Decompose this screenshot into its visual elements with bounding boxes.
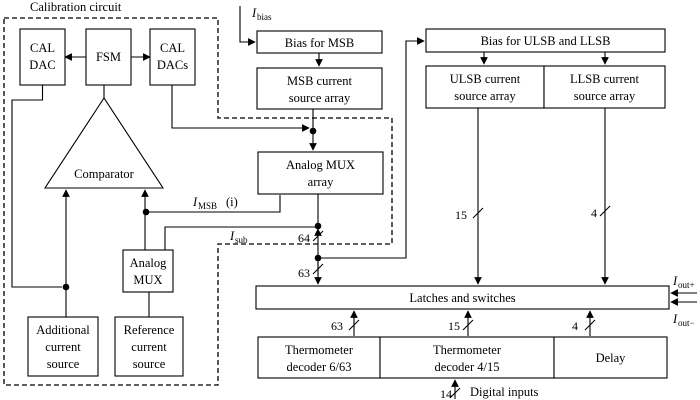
svg-text:Comparator: Comparator [74, 167, 135, 181]
delay-block: Delay [553, 336, 668, 379]
delay-bus-label: 4 [572, 319, 578, 333]
bus64-label: 64 [298, 231, 310, 245]
dec15-label: 15 [448, 319, 460, 333]
svg-text:out+: out+ [678, 280, 695, 290]
bus64-slash [312, 230, 324, 242]
delay-slash [584, 319, 596, 331]
svg-text:current: current [131, 340, 167, 354]
imsb-line [149, 195, 281, 213]
bias-ulsb-llsb-block: Bias for ULSB and LLSB [425, 28, 666, 53]
llsb-array-block: LLSB current source array [543, 65, 666, 109]
svg-text:Thermometer: Thermometer [433, 343, 502, 357]
isub-line [164, 226, 315, 250]
svg-text:Additional: Additional [36, 323, 90, 337]
svg-text:LLSB current: LLSB current [570, 72, 640, 86]
svg-text:decoder 4/15: decoder 4/15 [435, 360, 500, 374]
ibias-label: I bias [251, 6, 272, 22]
bias-msb-block: Bias for MSB [256, 30, 383, 54]
svg-text:Delay: Delay [596, 351, 627, 365]
msb-array-block: MSB current source array [256, 67, 383, 110]
analog-mux-block: Analog MUX [122, 249, 174, 293]
cal-node-dot [62, 283, 70, 291]
thermo-decoder-6-63-block: Thermometer decoder 6/63 [257, 336, 381, 379]
isub-label: I sub [229, 229, 248, 245]
bus4-slash [599, 205, 611, 217]
svg-text:I: I [251, 6, 257, 20]
svg-text:CAL: CAL [30, 41, 55, 55]
svg-text:MUX: MUX [133, 273, 162, 287]
svg-text:bias: bias [257, 12, 272, 22]
bus63-label: 63 [298, 266, 310, 280]
msb-cal-node-dot [309, 127, 317, 135]
svg-text:I: I [672, 312, 678, 326]
additional-current-source-block: Additional current source [27, 316, 99, 377]
ulsb-array-block: ULSB current source array [425, 65, 545, 109]
dec15-slash [462, 319, 474, 331]
bus15-label: 15 [455, 208, 467, 222]
svg-text:source: source [133, 357, 166, 371]
svg-text:Analog: Analog [130, 256, 168, 270]
imsb-dot [142, 208, 150, 216]
bus63-slash [312, 263, 324, 275]
svg-text:source: source [47, 357, 80, 371]
imsb-label: I MSB (i) [192, 195, 238, 211]
digital-inputs-label: Digital inputs [470, 385, 539, 399]
svg-text:CAL: CAL [160, 41, 185, 55]
svg-text:Latches and switches: Latches and switches [409, 291, 515, 305]
iout-minus-label: I out− [672, 312, 695, 328]
analog-mux-array-block: Analog MUX array [257, 151, 384, 195]
iout-plus-label: I out+ [672, 274, 695, 290]
svg-text:ULSB current: ULSB current [450, 72, 521, 86]
svg-text:source array: source array [454, 89, 516, 103]
cal-dac-block: CAL DAC [19, 28, 66, 86]
svg-text:FSM: FSM [96, 50, 121, 64]
cal-dacs-to-msb-arrow [171, 85, 310, 132]
reference-current-source-block: Reference current source [114, 316, 184, 377]
bus4-label: 4 [591, 206, 597, 220]
svg-text:array: array [308, 175, 334, 189]
svg-text:MSB: MSB [198, 201, 217, 211]
ibias-input-arrow [239, 6, 256, 46]
svg-text:source array: source array [574, 89, 636, 103]
svg-text:Analog MUX: Analog MUX [286, 158, 355, 172]
latches-switches-block: Latches and switches [255, 285, 670, 310]
svg-text:source array: source array [289, 91, 351, 105]
svg-text:MSB current: MSB current [287, 74, 352, 88]
cal-dacs-block: CAL DACs [149, 28, 196, 86]
svg-text:decoder 6/63: decoder 6/63 [287, 360, 352, 374]
svg-text:DAC: DAC [29, 58, 55, 72]
bus15-slash [472, 207, 484, 219]
fsm-block: FSM [85, 28, 132, 86]
svg-text:out−: out− [678, 318, 695, 328]
bias-ulsb-feed-arrow [318, 37, 425, 259]
svg-text:current: current [45, 340, 81, 354]
svg-text:DACs: DACs [157, 58, 188, 72]
dec63-slash [348, 319, 360, 331]
dec63-label: 63 [331, 319, 343, 333]
svg-text:Bias for MSB: Bias for MSB [285, 36, 354, 50]
svg-text:Bias for ULSB and LLSB: Bias for ULSB and LLSB [481, 34, 611, 48]
svg-text:(i): (i) [226, 195, 238, 209]
svg-text:Reference: Reference [124, 323, 175, 337]
inputs-bus-label: 14 [440, 387, 452, 400]
inputs-slash [449, 387, 461, 399]
svg-text:I: I [672, 274, 678, 288]
svg-text:sub: sub [235, 235, 248, 245]
thermo-decoder-4-15-block: Thermometer decoder 4/15 [379, 336, 555, 379]
svg-text:I: I [229, 229, 235, 243]
cal-dac-output-line [11, 85, 62, 288]
comparator: Comparator [43, 96, 165, 189]
svg-text:I: I [192, 195, 198, 209]
calibration-title: Calibration circuit [30, 0, 122, 14]
mux-bus-node-dot [314, 222, 322, 230]
svg-text:Thermometer: Thermometer [285, 343, 354, 357]
